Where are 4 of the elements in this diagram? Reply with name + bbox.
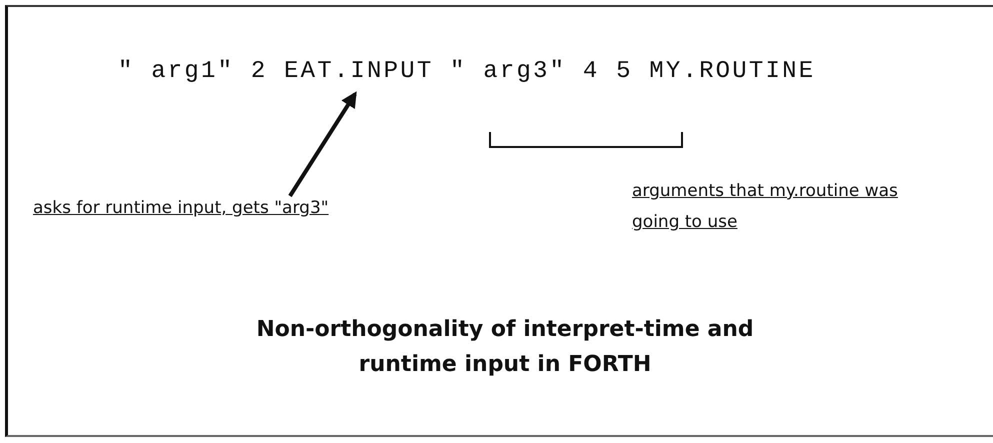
arrow	[288, 91, 357, 198]
caption: Non-orthogonality of interpret-time and runtime input in FORTH	[255, 316, 755, 379]
annotation-text: arguments that my.routine was going to use	[632, 180, 899, 234]
code-line: " arg1" 2 EAT.INPUT " arg3" 4 5 MY.ROUTINE	[118, 58, 868, 92]
